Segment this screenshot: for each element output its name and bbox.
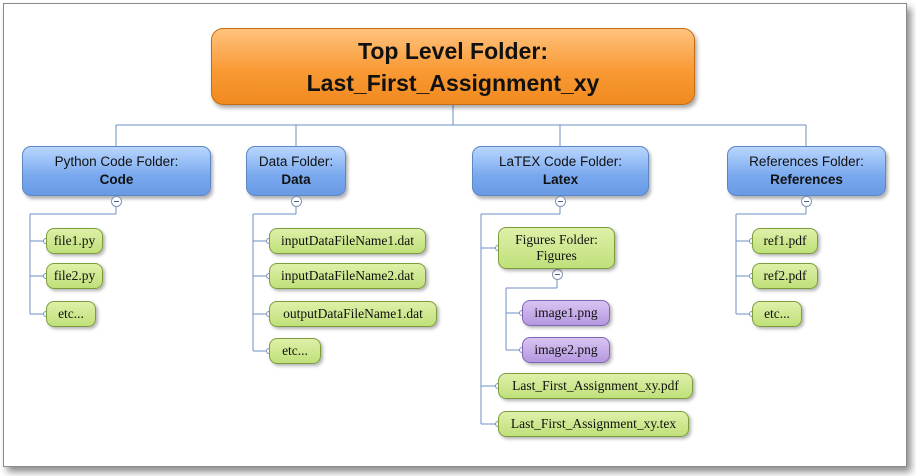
collapse-figures-toggle-icon[interactable] <box>552 269 563 280</box>
references-folder-label: References Folder: <box>749 154 864 169</box>
top-level-folder-name: Last_First_Assignment_xy <box>306 69 600 96</box>
data-folder-name: Data <box>281 172 311 187</box>
image-file-node: image2.png <box>522 337 610 363</box>
figures-folder-label: Figures Folder: <box>515 232 598 247</box>
file-node: etc... <box>752 301 802 327</box>
latex-code-folder-node: LaTEX Code Folder: Latex <box>472 146 649 196</box>
file-node: ref2.pdf <box>752 263 818 289</box>
file-node: Last_First_Assignment_xy.pdf <box>498 373 693 399</box>
file-node: ref1.pdf <box>752 228 818 254</box>
references-folder-node: References Folder: References <box>727 146 886 196</box>
collapse-data-toggle-icon[interactable] <box>291 196 302 207</box>
file-node: etc... <box>46 301 96 327</box>
file-node: outputDataFileName1.dat <box>269 301 437 327</box>
python-code-folder-label: Python Code Folder: <box>54 154 179 169</box>
latex-code-folder-name: Latex <box>542 172 579 187</box>
file-node: file2.py <box>46 263 103 289</box>
data-folder-node: Data Folder: Data <box>246 146 346 196</box>
figures-folder-name: Figures <box>536 248 577 263</box>
file-node: Last_First_Assignment_xy.tex <box>498 411 689 437</box>
file-node: inputDataFileName2.dat <box>269 263 426 289</box>
file-node: inputDataFileName1.dat <box>269 228 426 254</box>
references-folder-name: References <box>770 172 843 187</box>
latex-code-folder-label: LaTEX Code Folder: <box>498 154 623 169</box>
figures-folder-node: Figures Folder: Figures <box>498 227 615 269</box>
collapse-latex-toggle-icon[interactable] <box>555 196 566 207</box>
collapse-code-toggle-icon[interactable] <box>111 196 122 207</box>
python-code-folder-name: Code <box>99 172 134 187</box>
file-node: etc... <box>269 338 321 364</box>
data-folder-label: Data Folder: <box>258 154 334 169</box>
file-node: file1.py <box>46 228 103 254</box>
image-file-node: image1.png <box>522 300 610 326</box>
top-level-folder-node: Top Level Folder: Last_First_Assignment_… <box>211 28 695 105</box>
collapse-references-toggle-icon[interactable] <box>801 196 812 207</box>
top-level-folder-label: Top Level Folder: <box>358 37 548 64</box>
python-code-folder-node: Python Code Folder: Code <box>22 146 211 196</box>
